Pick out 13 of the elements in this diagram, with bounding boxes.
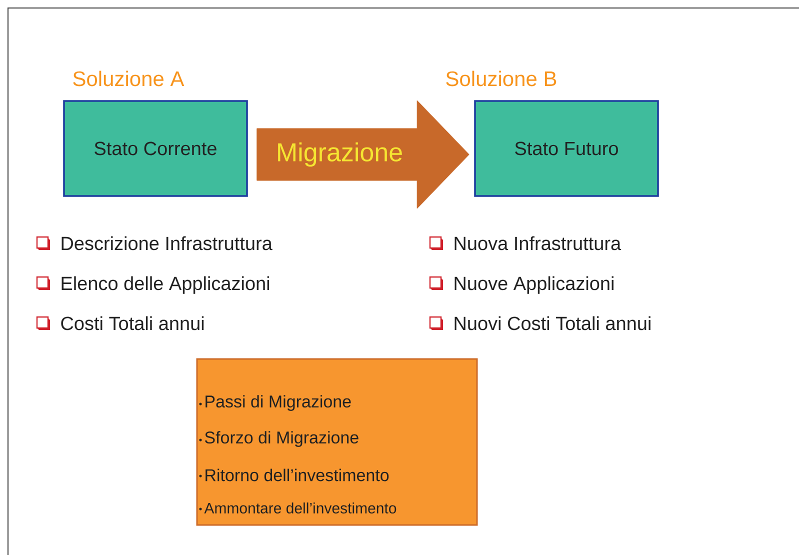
list-item: Descrizione Infrastruttura: [62, 236, 272, 250]
list-item: Nuovi Costi Totali annui: [454, 316, 650, 330]
block-arrow: [256, 100, 470, 209]
process-box: Stato Futuro: [474, 100, 659, 197]
list-item: Nuova Infrastruttura: [454, 236, 622, 250]
note-box: Passi di Migrazione Sforzo di Migrazione Ritorno dell’investimento Ammontare dell’investimento: [196, 358, 478, 526]
list-item: Costi Totali annui: [61, 316, 204, 330]
edge-label: Migrazione: [278, 142, 402, 167]
list-item: Elenco delle Applicazioni: [62, 276, 270, 294]
box-heading: Soluzione A: [73, 70, 184, 86]
process-box: Stato Corrente: [63, 100, 248, 197]
box-heading: Soluzione B: [446, 70, 556, 86]
list-item: Nuove Applicazioni: [454, 276, 614, 294]
